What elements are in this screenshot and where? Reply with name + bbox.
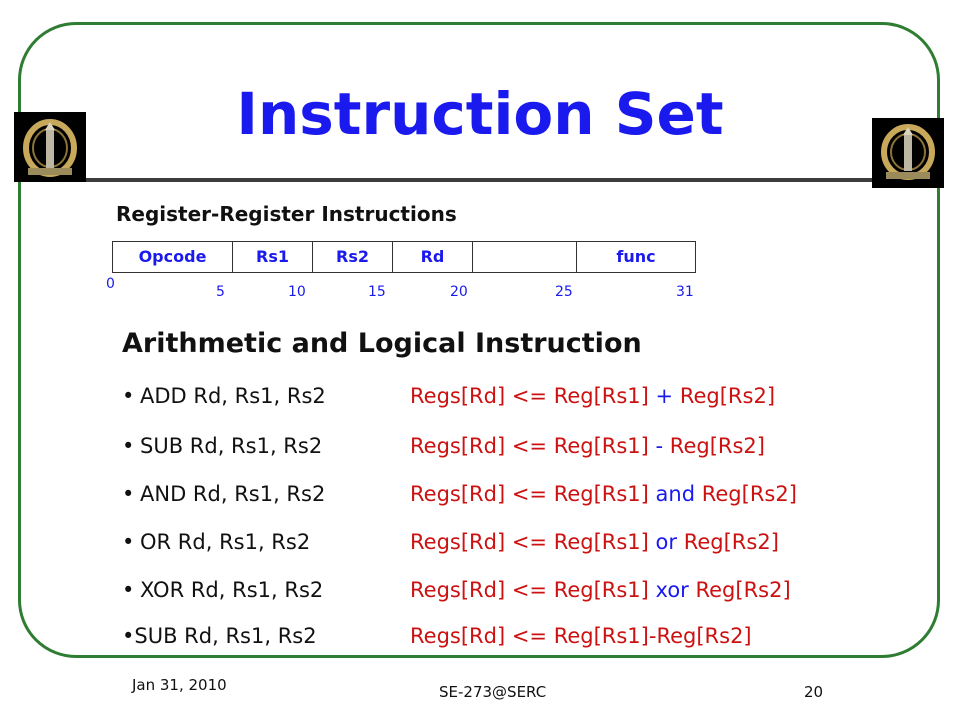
slide-frame <box>18 22 940 658</box>
instruction-syntax: •XOR Rd, Rs1, Rs2 <box>122 578 323 602</box>
instruction-syntax: •SUB Rd, Rs1, Rs2 <box>122 624 317 648</box>
instruction-semantics: Regs[Rd] <= Reg[Rs1] or Reg[Rs2] <box>410 530 779 554</box>
bullet: • <box>122 384 135 408</box>
semantics-rhs: Reg[Rs2] <box>695 482 797 506</box>
semantics-lhs: Regs[Rd] <= Reg[Rs1] <box>410 384 656 408</box>
instruction-syntax: •AND Rd, Rs1, Rs2 <box>122 482 325 506</box>
bullet: • <box>122 434 135 458</box>
section-heading: Arithmetic and Logical Instruction <box>122 328 642 359</box>
semantics-rhs: Reg[Rs2] <box>673 384 776 408</box>
semantics-operator: or <box>655 530 678 554</box>
instruction-syntax-text: SUB Rd, Rs1, Rs2 <box>140 434 323 458</box>
semantics-rhs: Reg[Rs2] <box>663 434 765 458</box>
instruction-syntax-text: ADD Rd, Rs1, Rs2 <box>140 384 326 408</box>
bit-label-5: 5 <box>216 284 225 300</box>
format-field-rd: Rd <box>393 242 473 272</box>
instruction-semantics: Regs[Rd] <= Reg[Rs1] xor Reg[Rs2] <box>410 578 791 602</box>
instruction-syntax: •OR Rd, Rs1, Rs2 <box>122 530 310 554</box>
institute-logo-right <box>872 118 944 188</box>
instruction-syntax-text: AND Rd, Rs1, Rs2 <box>140 482 326 506</box>
instruction-format-table: Opcode Rs1 Rs2 Rd func <box>112 241 696 273</box>
bullet: • <box>122 578 135 602</box>
instruction-syntax: •SUB Rd, Rs1, Rs2 <box>122 434 322 458</box>
format-field-rs2: Rs2 <box>313 242 393 272</box>
bit-label-31: 31 <box>676 284 694 300</box>
page-number: 20 <box>804 683 824 701</box>
semantics-operator: and <box>655 482 696 506</box>
semantics-lhs: Regs[Rd] <= Reg[Rs1] <box>410 530 656 554</box>
format-field-func: func <box>616 247 656 266</box>
instruction-semantics: Regs[Rd] <= Reg[Rs1]-Reg[Rs2] <box>410 624 752 648</box>
format-field-unused <box>473 242 577 272</box>
instruction-syntax-text: OR Rd, Rs1, Rs2 <box>140 530 311 554</box>
bit-label-25: 25 <box>555 284 573 300</box>
format-subheading: Register-Register Instructions <box>116 202 457 226</box>
bit-label-10: 10 <box>288 284 306 300</box>
instruction-syntax: •ADD Rd, Rs1, Rs2 <box>122 384 326 408</box>
footer-date: Jan 31, 2010 <box>132 676 227 694</box>
semantics-lhs: Regs[Rd] <= Reg[Rs1] <box>410 578 656 602</box>
bullet: • <box>122 624 135 648</box>
footer-center: SE-273@SERC <box>439 683 547 701</box>
semantics-rhs: Reg[Rs2] <box>688 578 791 602</box>
semantics-lhs: Regs[Rd] <= Reg[Rs1] <box>410 434 656 458</box>
semantics-operator: xor <box>655 578 689 602</box>
format-field-opcode: Opcode <box>113 242 233 272</box>
semantics-operator: - <box>655 434 664 458</box>
semantics-rhs: Reg[Rs2] <box>677 530 779 554</box>
semantics-lhs: Regs[Rd] <= Reg[Rs1] <box>410 482 656 506</box>
instruction-syntax-text: SUB Rd, Rs1, Rs2 <box>134 624 317 648</box>
bit-label-0: 0 <box>106 276 115 292</box>
instruction-semantics: Regs[Rd] <= Reg[Rs1] and Reg[Rs2] <box>410 482 797 506</box>
bullet: • <box>122 482 135 506</box>
format-field-rs1: Rs1 <box>233 242 313 272</box>
institute-logo-left <box>14 112 86 182</box>
bit-label-20: 20 <box>450 284 468 300</box>
instruction-semantics: Regs[Rd] <= Reg[Rs1] + Reg[Rs2] <box>410 384 775 408</box>
title-divider <box>82 178 888 182</box>
semantics-operator: + <box>655 384 674 408</box>
slide-title: Instruction Set <box>236 80 724 148</box>
instruction-semantics: Regs[Rd] <= Reg[Rs1] - Reg[Rs2] <box>410 434 765 458</box>
bullet: • <box>122 530 135 554</box>
instruction-syntax-text: XOR Rd, Rs1, Rs2 <box>140 578 324 602</box>
semantics-lhs: Regs[Rd] <= Reg[Rs1]-Reg[Rs2] <box>410 624 752 648</box>
bit-label-15: 15 <box>368 284 386 300</box>
